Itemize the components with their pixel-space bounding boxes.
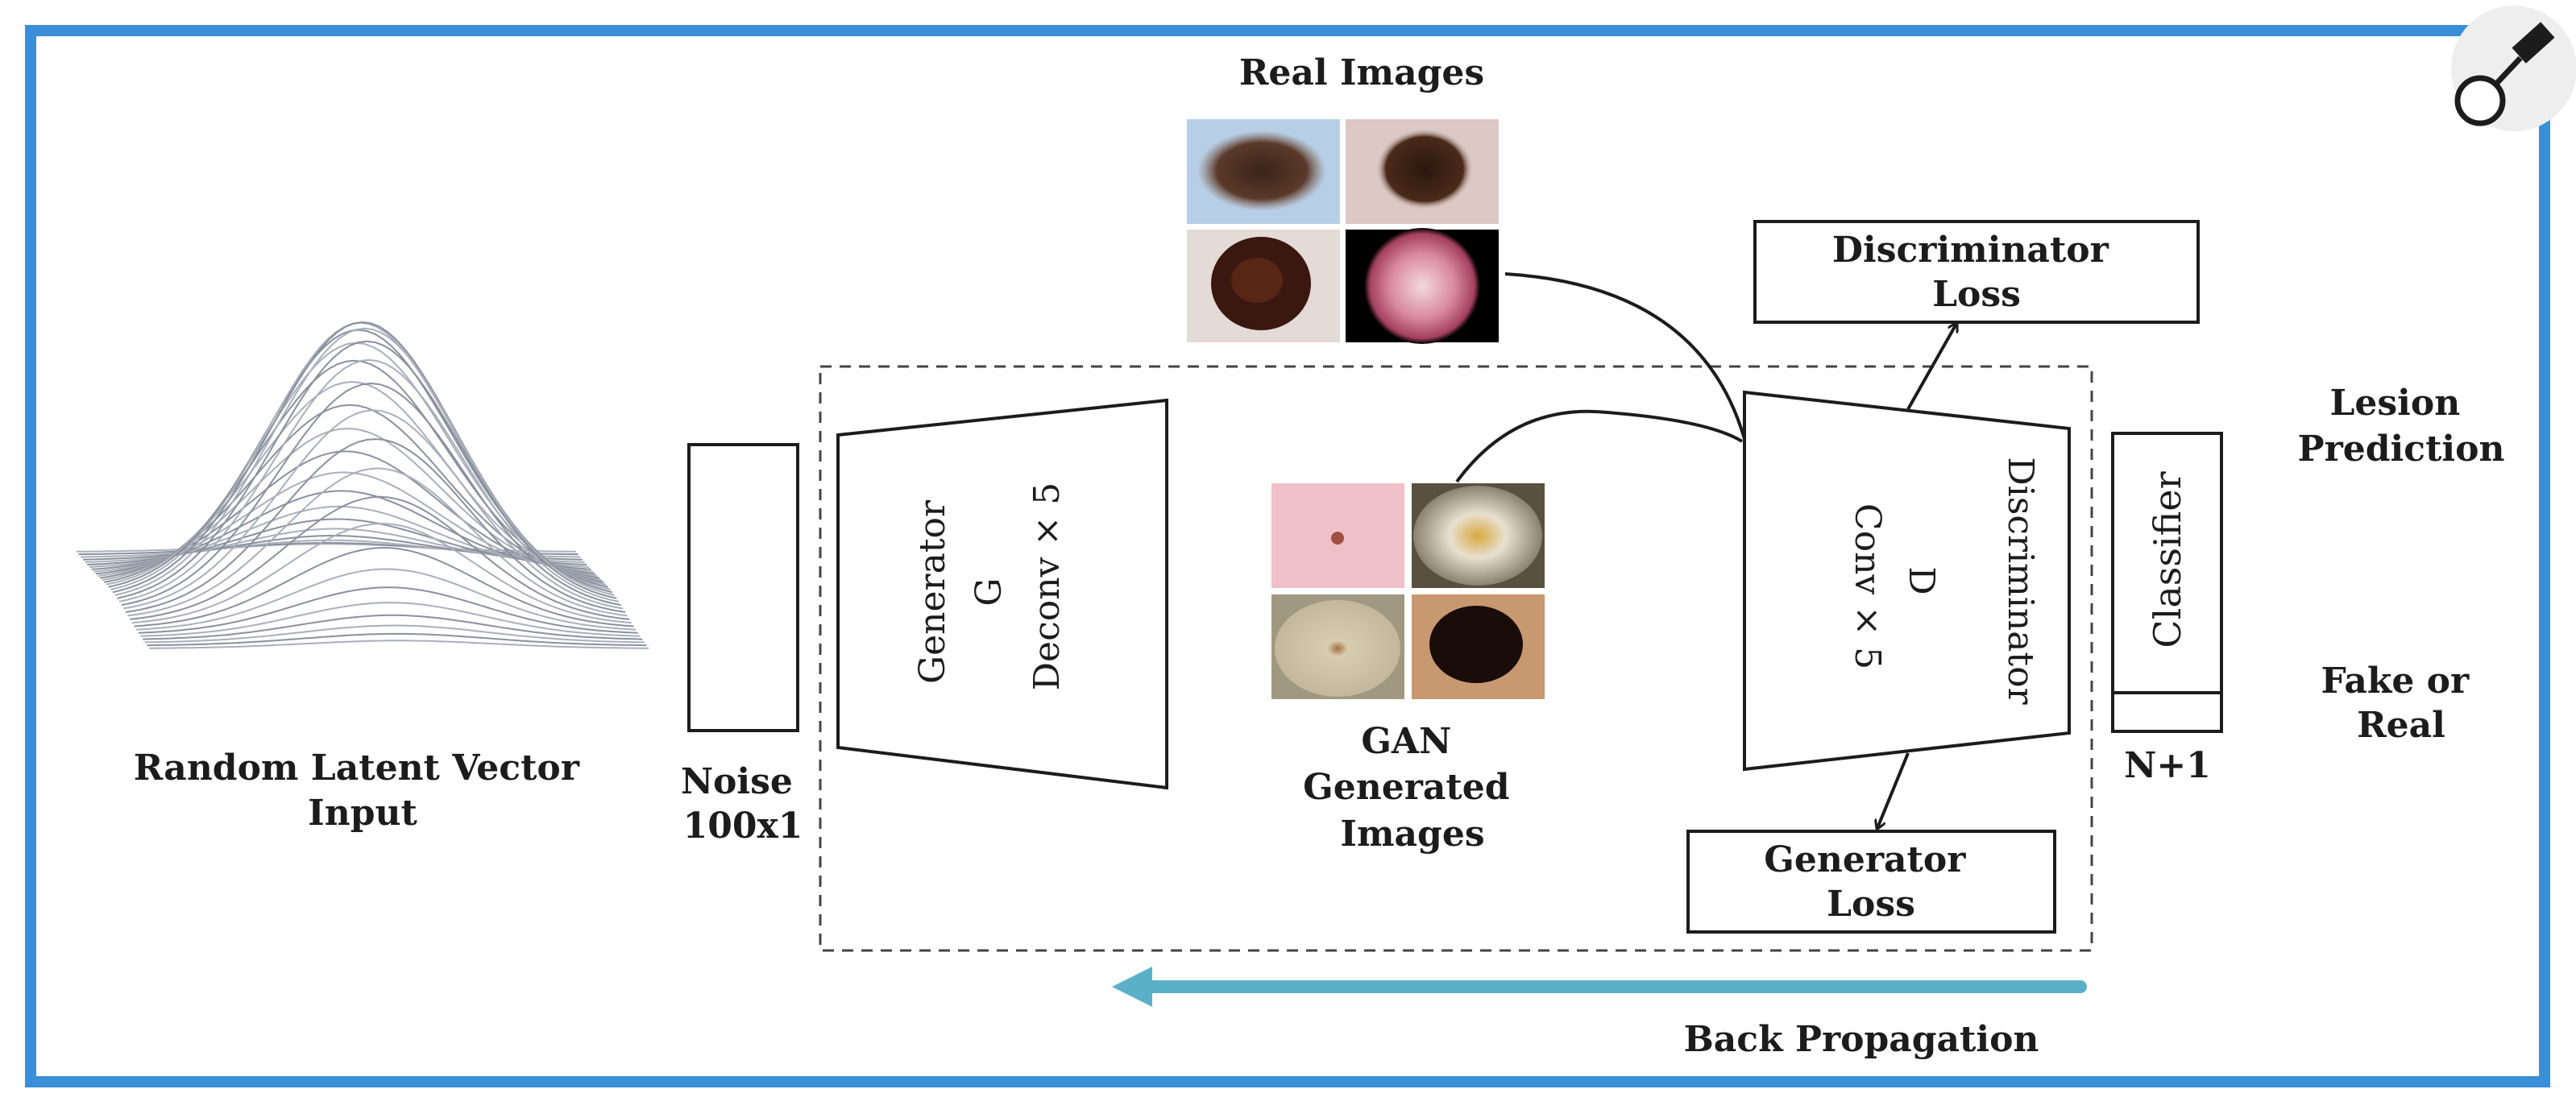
n-plus-1-label: N+1 bbox=[2124, 745, 2211, 786]
magnifier-icon bbox=[2451, 6, 2576, 131]
mesh-line bbox=[104, 359, 604, 583]
mesh-line bbox=[149, 640, 649, 649]
classifier-box bbox=[2111, 432, 2223, 733]
mesh-line bbox=[143, 614, 643, 640]
latent-gaussian-mesh bbox=[77, 321, 649, 649]
mesh-line bbox=[118, 358, 620, 603]
outer-frame bbox=[25, 25, 2550, 1087]
mesh-line bbox=[138, 586, 638, 634]
real-to-discriminator-curve bbox=[1504, 272, 1746, 440]
back-propagation-arrow bbox=[1112, 967, 2087, 1007]
mesh-line bbox=[131, 522, 632, 624]
discriminator-loss-box bbox=[1753, 220, 2200, 324]
mesh-line bbox=[140, 602, 641, 637]
generated-images-grid bbox=[1271, 483, 1545, 699]
discriminator-block bbox=[1743, 390, 2071, 772]
generator-label: Generator G Deconv × 5 bbox=[912, 482, 1068, 690]
generated-to-discriminator-curve bbox=[1455, 409, 1744, 483]
back-propagation-label: Back Propagation bbox=[1684, 1019, 2039, 1060]
noise-label: Noise 100x1 bbox=[681, 761, 805, 847]
classifier-label: Classifier bbox=[2146, 471, 2189, 648]
generator-loss-box bbox=[1686, 830, 2056, 934]
real-images-grid bbox=[1187, 119, 1499, 344]
discriminator-label: Discriminator D Conv × 5 bbox=[1847, 457, 2041, 715]
mesh-line bbox=[123, 409, 624, 610]
mesh-line bbox=[134, 546, 634, 627]
mesh-line bbox=[117, 340, 617, 599]
mesh-line bbox=[112, 321, 613, 594]
gan-generated-label: GAN Generated Images bbox=[1303, 721, 1522, 855]
generator-block bbox=[836, 398, 1168, 790]
mesh-line bbox=[127, 467, 628, 617]
discriminator-to-generator-loss-arrow bbox=[1877, 752, 1910, 828]
mesh-line bbox=[147, 632, 647, 647]
generator-loss-label: Generator Loss bbox=[1764, 839, 1977, 925]
random-latent-label: Random Latent Vector Input bbox=[134, 747, 592, 834]
mesh-line bbox=[136, 568, 637, 631]
discriminator-to-loss-arrow bbox=[1906, 324, 1956, 410]
fake-or-real-label: Fake or Real bbox=[2321, 661, 2482, 746]
mesh-line bbox=[125, 438, 626, 613]
noise-box bbox=[687, 443, 799, 732]
real-images-label: Real Images bbox=[1239, 52, 1484, 93]
discriminator-loss-label: Discriminator Loss bbox=[1832, 230, 2121, 315]
mesh-line bbox=[144, 624, 645, 644]
mesh-line bbox=[121, 382, 621, 607]
mesh-line bbox=[130, 495, 630, 620]
lesion-prediction-label: Lesion Prediction bbox=[2298, 383, 2505, 470]
mesh-line bbox=[114, 327, 615, 596]
